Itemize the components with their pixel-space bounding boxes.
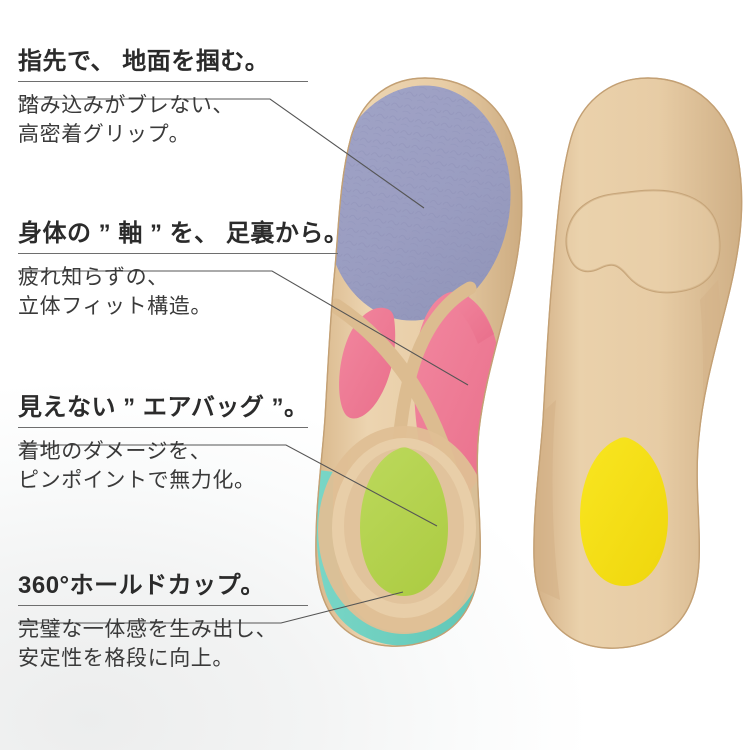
feature-block-4: 360°ホールドカップ。 完璧な一体感を生み出し、 安定性を格段に向上。	[18, 572, 308, 674]
right-insole-outline	[533, 77, 743, 649]
feature-headline-3: 見えない ” エアバッグ ”。	[18, 394, 309, 421]
left-insole-top-view	[315, 77, 523, 647]
headline-rule-1	[18, 80, 308, 82]
feature-block-3: 見えない ” エアバッグ ”。 着地のダメージを、 ピンポイントで無力化。	[18, 394, 308, 496]
feature-headline-4: 360°ホールドカップ。	[18, 572, 265, 599]
metatarsal-pad-outline	[565, 189, 721, 294]
feature-body-2: 疲れ知らずの、 立体フィット構造。	[18, 265, 212, 319]
feature-headline-1: 指先で、 地面を掴む。	[18, 48, 270, 75]
feature-block-2: 身体の ” 軸 ” を、 足裏から。 疲れ知らずの、 立体フィット構造。	[18, 220, 349, 322]
headline-rule-3	[18, 426, 308, 428]
headline-rule-4	[18, 604, 308, 606]
feature-body-3: 着地のダメージを、 ピンポイントで無力化。	[18, 439, 256, 493]
feature-block-1: 指先で、 地面を掴む。 踏み込みがブレない、 高密着グリップ。	[18, 48, 308, 150]
metatarsal-pad-fill	[566, 190, 720, 293]
heel-yellow-pad	[580, 437, 668, 586]
feature-body-4: 完璧な一体感を生み出し、 安定性を格段に向上。	[18, 617, 278, 671]
feature-body-1: 踏み込みがブレない、 高密着グリップ。	[18, 93, 234, 147]
feature-headline-2: 身体の ” 軸 ” を、 足裏から。	[18, 220, 349, 247]
headline-rule-2	[18, 252, 338, 254]
left-insole-outline	[315, 77, 523, 647]
right-insole-bottom-view	[533, 77, 743, 649]
